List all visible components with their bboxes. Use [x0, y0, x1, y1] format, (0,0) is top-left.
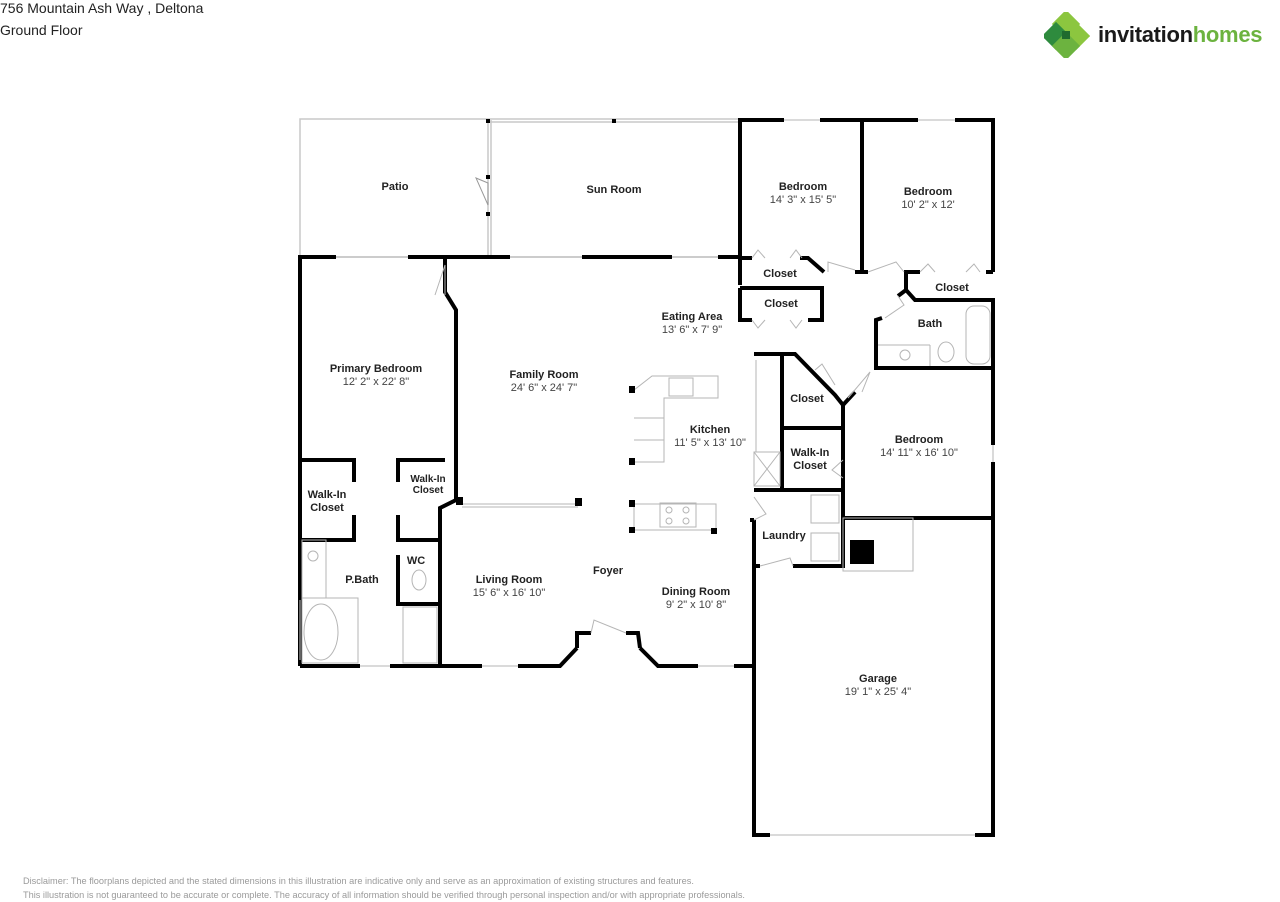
room-dining-room-dims: 9' 2" x 10' 8" [666, 599, 726, 611]
room-living-room-dims: 15' 6" x 16' 10" [473, 587, 546, 599]
room-kitchen: Kitchen [690, 424, 731, 436]
patio-door-icon [475, 177, 489, 206]
room-eating-area: Eating Area [662, 311, 724, 323]
room-bedroom-nw: Bedroom [779, 181, 828, 193]
disclaimer-line-1: Disclaimer: The floorplans depicted and … [23, 876, 694, 886]
room-laundry: Laundry [762, 530, 806, 542]
walls [298, 118, 995, 837]
room-living-room: Living Room [476, 574, 543, 586]
room-garage-dims: 19' 1" x 25' 4" [845, 686, 912, 698]
brand-wordmark: invitationhomes [1098, 22, 1263, 47]
room-walkin-right-l1: Walk-In [791, 447, 830, 459]
fixtures [299, 119, 994, 836]
room-walkin-left-l1: Walk-In [308, 489, 347, 501]
disclaimer: Disclaimer: The floorplans depicted and … [23, 874, 745, 902]
room-bedroom-ne: Bedroom [904, 186, 953, 198]
property-header: 756 Mountain Ash Way , Deltona Ground Fl… [0, 0, 203, 41]
room-wc: WC [407, 555, 425, 567]
room-bedroom-e: Bedroom [895, 434, 944, 446]
room-primary-bedroom-dims: 12' 2" x 22' 8" [343, 376, 410, 388]
room-kitchen-dims: 11' 5" x 13' 10" [674, 437, 746, 449]
room-closet-1: Closet [763, 268, 797, 280]
brand-diamond-icon [1044, 12, 1090, 58]
room-sun-room: Sun Room [587, 184, 642, 196]
room-patio: Patio [382, 181, 409, 193]
brand-logo: invitationhomes [1044, 12, 1263, 58]
room-bedroom-e-dims: 14' 11" x 16' 10" [880, 447, 958, 459]
room-closet-4: Closet [790, 393, 824, 405]
room-p-bath: P.Bath [345, 574, 379, 586]
room-dining-room: Dining Room [662, 586, 731, 598]
property-address: 756 Mountain Ash Way , Deltona [0, 0, 204, 16]
room-foyer: Foyer [593, 565, 624, 577]
room-eating-area-dims: 13' 6" x 7' 9" [662, 324, 722, 336]
room-closet-3: Closet [935, 282, 969, 294]
floor-label: Ground Floor [0, 22, 83, 38]
room-bath: Bath [918, 318, 943, 330]
room-walkin-mid-l1: Walk-In [410, 474, 445, 485]
room-family-room-dims: 24' 6" x 24' 7" [511, 382, 578, 394]
posts [456, 119, 874, 564]
room-garage: Garage [859, 673, 897, 685]
room-primary-bedroom: Primary Bedroom [330, 363, 423, 375]
room-walkin-right-l2: Closet [793, 460, 827, 472]
room-bedroom-ne-dims: 10' 2" x 12' [901, 199, 954, 211]
room-closet-2: Closet [764, 298, 798, 310]
room-family-room: Family Room [509, 369, 578, 381]
disclaimer-line-2: This illustration is not guaranteed to b… [23, 890, 745, 900]
room-walkin-left-l2: Closet [310, 502, 344, 514]
room-walkin-mid-l2: Closet [413, 485, 444, 496]
room-bedroom-nw-dims: 14' 3" x 15' 5" [770, 194, 837, 206]
room-labels: Patio Sun Room Bedroom 14' 3" x 15' 5" B… [308, 181, 970, 698]
exterior-outline [299, 118, 741, 258]
